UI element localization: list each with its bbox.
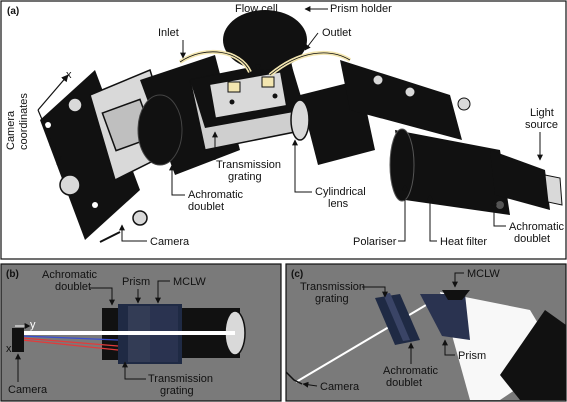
panel-b-blue-ray <box>21 335 119 341</box>
camera-label: Camera <box>150 236 190 248</box>
cylindrical-lens-assembly <box>290 60 471 165</box>
panel-b-label: (b) <box>6 269 19 280</box>
panel-b-x-axis: x <box>6 343 12 355</box>
panel-c-grating-label-2: grating <box>315 293 349 305</box>
panel-c-mclw <box>442 290 470 300</box>
panel-c-light-tube <box>500 310 566 400</box>
heat-filter-label: Heat filter <box>440 236 487 248</box>
cylindrical-lens-label-1: Cylindrical <box>315 186 366 198</box>
panel-c-white-beam <box>295 291 449 383</box>
panel-c-achromatic-label-2: doublet <box>386 377 422 389</box>
axis-x-label: x <box>66 69 72 81</box>
panel-b-camera-label: Camera <box>8 384 48 396</box>
cylindrical-lens-label-2: lens <box>328 198 349 210</box>
axis-y-label: y <box>56 153 62 165</box>
panel-b-grating-label-2: grating <box>160 385 194 397</box>
achromatic-doublet-label-2: doublet <box>188 201 224 213</box>
panel-b-achromatic-label-2: doublet <box>55 281 91 293</box>
panel-c-camera-mark <box>285 371 303 385</box>
panel-b-y-axis: y <box>30 319 36 331</box>
panel-b-camera-sensor <box>12 328 24 352</box>
inlet-label: Inlet <box>158 27 179 39</box>
panel-c-prism-label: Prism <box>458 350 486 362</box>
panel-c-camera-label: Camera <box>320 381 360 393</box>
panel-c-achromatic-label-1: Achromatic <box>383 365 439 377</box>
prism-holder-label: Prism holder <box>330 3 392 15</box>
panel-b-grating-label-1: Transmission <box>148 373 213 385</box>
panel-c-grating-label-1: Transmission <box>300 281 365 293</box>
camera-coordinate-axes: x y Camera coordinates <box>5 69 72 165</box>
panel-c-prism <box>420 294 470 340</box>
achromatic-doublet-label-1: Achromatic <box>188 189 244 201</box>
polariser-label: Polariser <box>353 236 397 248</box>
outlet-label: Outlet <box>322 27 351 39</box>
transmission-grating-label-1: Transmission <box>216 159 281 171</box>
flow-cell-block <box>178 10 352 151</box>
panel-b-mclw-label: MCLW <box>173 276 206 288</box>
light-source-label-1: Light <box>530 107 554 119</box>
light-source-label-2: source <box>525 119 558 131</box>
achromatic-doublet2-label-1: Achromatic <box>509 221 565 233</box>
panel-a-label: (a) <box>7 6 19 17</box>
panel-a: (a) <box>0 0 567 260</box>
camera-coordinates-label-1: Camera <box>5 110 17 150</box>
panel-b-red-ray-1 <box>21 337 119 347</box>
camera-coordinates-label-2: coordinates <box>18 93 30 150</box>
panel-c: (c) MCLW Transmission grating Achromatic… <box>285 263 567 402</box>
panel-c-label: (c) <box>291 269 303 280</box>
panel-b: (b) y x Achromatic doublet Prism MCLW Ca… <box>0 263 282 402</box>
panel-b-prism-label: Prism <box>122 276 150 288</box>
transmission-grating-label-2: grating <box>228 171 262 183</box>
panel-b-achromatic-label-1: Achromatic <box>42 269 98 281</box>
panel-c-mclw-label: MCLW <box>467 268 500 280</box>
flow-cell-label: Flow cell <box>235 3 278 15</box>
light-source-assembly <box>389 128 563 215</box>
achromatic-doublet2-label-2: doublet <box>514 233 550 245</box>
